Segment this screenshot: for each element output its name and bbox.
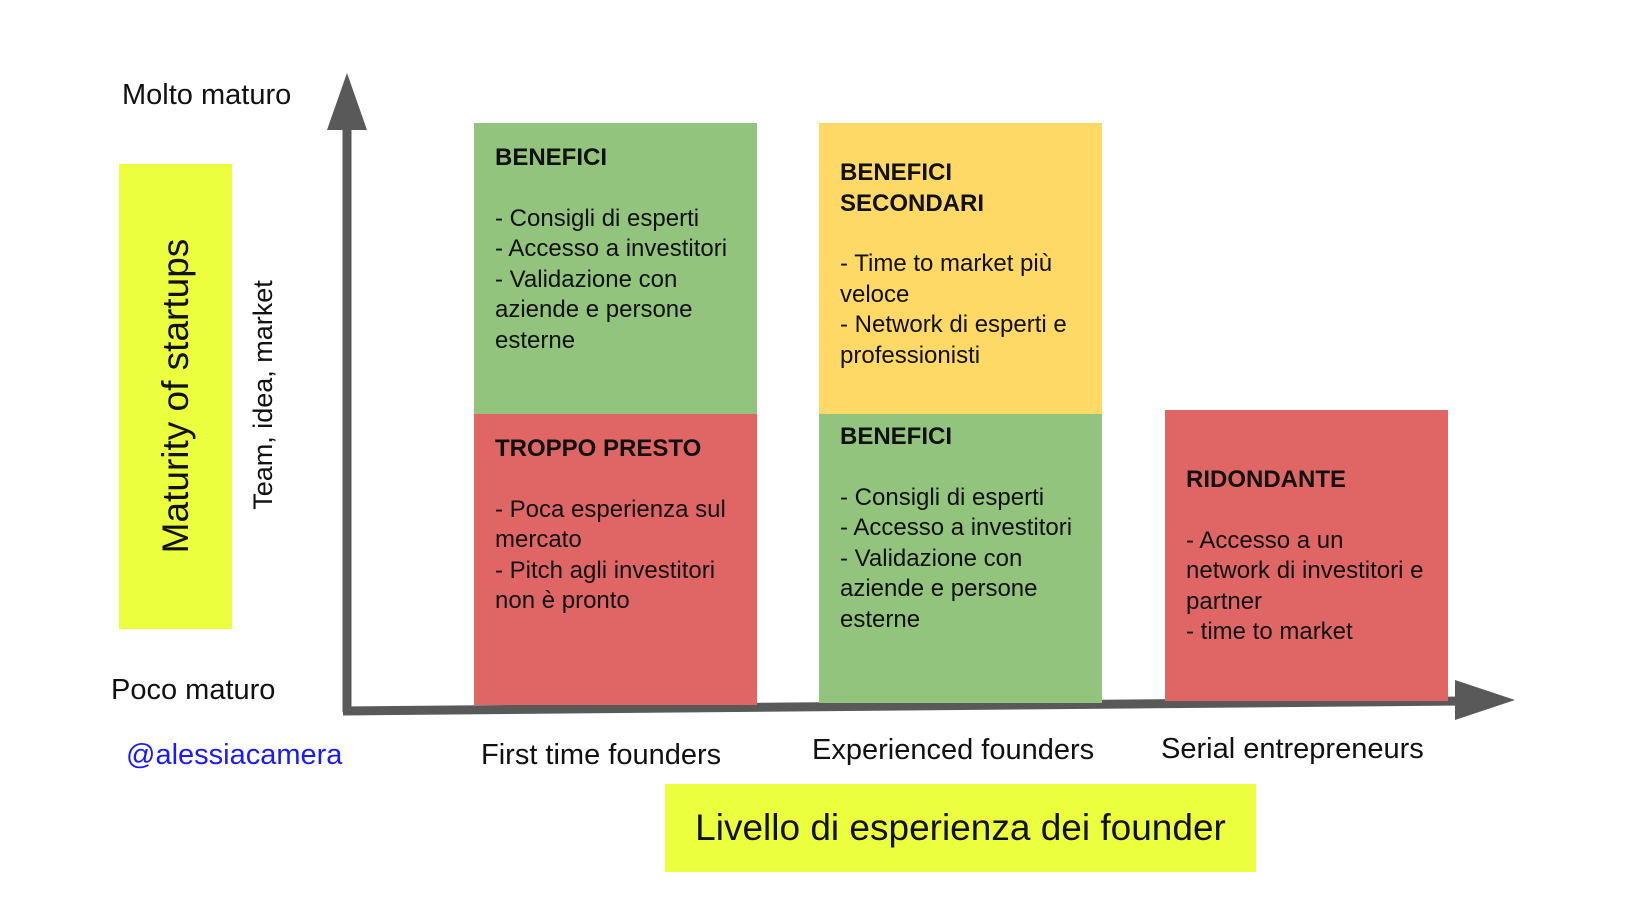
x-axis-line	[342, 696, 1463, 716]
card-item: - Time to market più veloce	[840, 250, 1053, 308]
card-title: BENEFICI	[495, 144, 608, 171]
card-item: - Validazione con aziende e persone este…	[840, 544, 1038, 633]
y-axis-subtitle: Team, idea, market	[248, 280, 278, 510]
card-item: - Pitch agli investitori non è pronto	[495, 556, 716, 615]
y-axis-bottom-label: Poco maturo	[111, 674, 276, 706]
card-experienced-benefits: BENEFICI - Consigli di esperti - Accesso…	[819, 414, 1102, 703]
card-item: - Accesso a investitori	[840, 514, 1073, 541]
card-item: - Consigli di esperti	[840, 483, 1045, 511]
category-experienced-founders: Experienced founders	[812, 734, 1095, 766]
card-item: - Accesso a investitori	[495, 235, 728, 262]
card-first-time-too-early: TROPPO PRESTO - Poca esperienza sul merc…	[474, 414, 757, 705]
y-axis-title-box: Maturity of startups	[119, 164, 232, 629]
y-axis-title: Maturity of startups	[155, 238, 196, 554]
card-experienced-secondary-benefits: BENEFICI SECONDARI - Time to market più …	[819, 123, 1102, 414]
category-serial-entrepreneurs: Serial entrepreneurs	[1161, 733, 1424, 765]
card-item: - Consigli di esperti	[495, 204, 700, 232]
card-item: - Network di esperti e professionisti	[840, 311, 1067, 369]
x-axis-title-box: Livello di esperienza dei founder	[665, 784, 1256, 872]
card-title: BENEFICI	[840, 423, 953, 450]
x-axis-arrowhead	[1455, 680, 1515, 720]
card-title: TROPPO PRESTO	[495, 435, 702, 462]
card-item: - Validazione con aziende e persone este…	[495, 265, 693, 354]
card-item: - time to market	[1186, 618, 1353, 645]
card-title: RIDONDANTE	[1186, 466, 1346, 493]
card-item: - Accesso a un network di investitori e …	[1186, 526, 1424, 615]
y-axis-arrowhead	[327, 73, 367, 130]
x-axis-title: Livello di esperienza dei founder	[695, 807, 1226, 848]
card-item: - Poca esperienza sul mercato	[495, 495, 726, 554]
author-handle[interactable]: @alessiacamera	[126, 739, 343, 771]
card-title: BENEFICI SECONDARI	[840, 159, 985, 217]
category-first-time-founders: First time founders	[481, 739, 722, 771]
card-first-time-benefits: BENEFICI - Consigli di esperti - Accesso…	[474, 123, 757, 414]
y-axis-top-label: Molto maturo	[122, 79, 292, 111]
card-serial-redundant: RIDONDANTE - Accesso a un network di inv…	[1165, 410, 1448, 701]
